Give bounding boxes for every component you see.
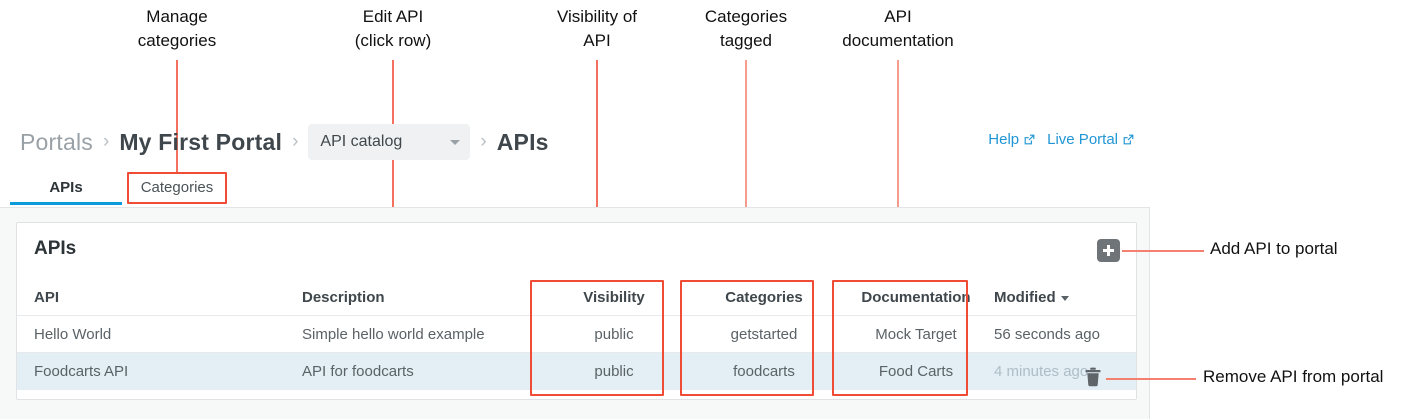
- cell-documentation: Food Carts: [878, 363, 954, 380]
- column-header-modified[interactable]: Modified: [994, 280, 1154, 315]
- annotation-line-2: documentation: [842, 31, 954, 51]
- annotation-remove-api-from-portal: Remove API from portal: [1203, 367, 1384, 386]
- column-header-modified-label: Modified: [994, 289, 1056, 306]
- add-api-button[interactable]: [1097, 239, 1120, 262]
- column-header-description[interactable]: Description: [302, 289, 385, 306]
- annotation-add-api-to-portal: Add API to portal: [1210, 239, 1338, 258]
- annotation-edit-api: Edit API (click row): [334, 5, 452, 53]
- annotation-line-2: categories: [137, 31, 217, 51]
- column-header-api[interactable]: API: [34, 289, 60, 306]
- annotation-line-1: Edit API: [362, 7, 424, 26]
- annotation-line-1: Manage: [146, 7, 208, 26]
- cell-categories: foodcarts: [733, 363, 795, 380]
- external-link-icon: [1024, 134, 1035, 145]
- breadcrumb: Portals › My First Portal › API catalog …: [20, 124, 549, 160]
- annotation-line-2: tagged: [720, 31, 772, 51]
- breadcrumb-item-my-first-portal[interactable]: My First Portal: [119, 128, 283, 155]
- help-link[interactable]: Help: [988, 131, 1036, 148]
- annotation-leader-manage-categories: [176, 60, 178, 172]
- remove-api-button[interactable]: [1084, 367, 1102, 387]
- table-row[interactable]: Hello World Simple hello world example p…: [17, 316, 1136, 353]
- cell-description: Simple hello world example: [302, 325, 485, 343]
- annotation-leader-categories: [745, 60, 747, 281]
- apis-table: API Description Visibility Categories Do…: [17, 280, 1136, 390]
- breadcrumb-chevron-icon: ›: [102, 131, 110, 152]
- annotation-line-1: Visibility of: [557, 7, 637, 26]
- table-row[interactable]: Foodcarts API API for foodcarts public f…: [17, 353, 1136, 390]
- breadcrumb-chevron-icon: ›: [292, 131, 299, 152]
- annotation-leader-documentation: [897, 60, 899, 281]
- tab-active-indicator: [10, 202, 122, 205]
- cell-visibility: public: [594, 363, 634, 380]
- cell-modified: 56 seconds ago: [994, 325, 1100, 343]
- annotation-leader-visibility: [596, 60, 598, 281]
- annotation-api-documentation: API documentation: [826, 5, 970, 53]
- column-header-visibility[interactable]: Visibility: [583, 289, 645, 306]
- tab-apis[interactable]: APIs: [10, 170, 122, 204]
- cell-description: API for foodcarts: [302, 363, 414, 380]
- cell-modified: 4 minutes ago: [994, 363, 1089, 380]
- table-header-row: API Description Visibility Categories Do…: [17, 280, 1136, 316]
- live-portal-link-label: Live Portal: [1047, 131, 1118, 148]
- sort-desc-icon: [1060, 296, 1069, 301]
- chevron-down-icon: [450, 139, 461, 145]
- external-link-icon: [1123, 134, 1134, 145]
- breadcrumb-chevron-icon: ›: [480, 131, 487, 152]
- top-links: Help Live Portal: [988, 131, 1135, 148]
- annotation-leader-add-api: [1122, 250, 1204, 252]
- annotation-line-2: (click row): [354, 31, 432, 51]
- apis-card-title: APIs: [34, 238, 77, 259]
- column-header-categories[interactable]: Categories: [725, 289, 803, 306]
- tab-categories[interactable]: Categories: [128, 170, 226, 204]
- annotation-visibility-of-api: Visibility of API: [538, 5, 656, 53]
- tab-apis-label: APIs: [49, 178, 83, 196]
- cell-documentation: Mock Target: [875, 325, 957, 343]
- breadcrumb-current-apis: APIs: [496, 128, 549, 155]
- cell-visibility: public: [594, 325, 634, 343]
- tab-categories-label: Categories: [140, 178, 214, 196]
- annotation-line-2: API: [583, 31, 611, 51]
- api-catalog-select-value: API catalog: [320, 133, 403, 150]
- plus-icon: [1107, 245, 1110, 256]
- tab-bar: APIs Categories: [0, 170, 1150, 206]
- help-link-label: Help: [988, 131, 1020, 148]
- annotation-line-1: API: [884, 7, 912, 26]
- cell-api: Foodcarts API: [34, 363, 129, 380]
- annotation-categories-tagged: Categories tagged: [687, 5, 805, 53]
- annotation-manage-categories: Manage categories: [118, 5, 236, 53]
- breadcrumb-item-portals[interactable]: Portals: [20, 128, 93, 155]
- cell-api: Hello World: [34, 325, 112, 343]
- annotation-line-1: Categories: [704, 7, 788, 26]
- annotation-leader-remove-api: [1106, 378, 1196, 380]
- column-header-documentation[interactable]: Documentation: [861, 289, 971, 306]
- cell-categories: getstarted: [730, 325, 798, 343]
- api-catalog-select[interactable]: API catalog: [308, 124, 471, 160]
- live-portal-link[interactable]: Live Portal: [1047, 131, 1135, 148]
